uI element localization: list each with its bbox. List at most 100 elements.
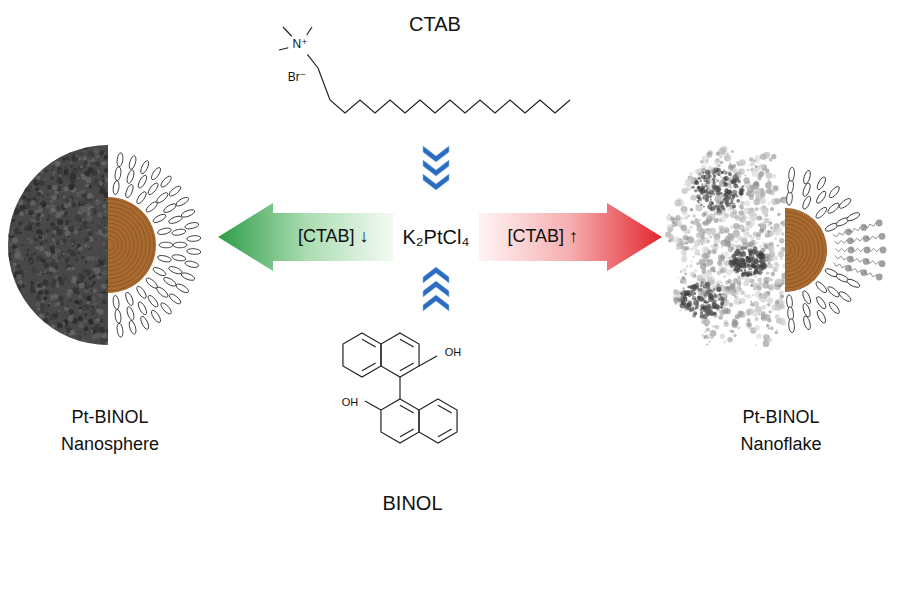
illustration-part bbox=[44, 296, 48, 300]
illustration-part bbox=[66, 203, 150, 287]
illustration-part bbox=[56, 162, 58, 164]
illustration-part bbox=[8, 145, 108, 345]
illustration-part bbox=[694, 189, 698, 193]
illustration-part bbox=[91, 255, 93, 257]
illustration-part bbox=[71, 278, 76, 283]
illustration-part bbox=[692, 290, 694, 292]
illustration-part bbox=[730, 194, 732, 196]
illustration-part bbox=[50, 176, 54, 180]
illustration-part bbox=[100, 338, 106, 344]
illustration-part bbox=[778, 318, 785, 325]
illustration-part bbox=[710, 245, 713, 248]
illustration-part bbox=[106, 238, 108, 240]
illustration-part bbox=[767, 230, 770, 233]
illustration-part bbox=[53, 230, 57, 234]
illustration-part bbox=[83, 262, 85, 264]
illustration-part bbox=[699, 288, 704, 293]
illustration-part bbox=[155, 285, 169, 298]
illustration-part bbox=[708, 297, 713, 302]
illustration-part bbox=[728, 172, 732, 176]
illustration-part bbox=[100, 152, 102, 154]
illustration-part bbox=[168, 215, 183, 225]
illustration-part bbox=[104, 209, 109, 214]
illustration-part bbox=[139, 160, 150, 175]
illustration-part bbox=[84, 237, 90, 243]
illustration-part bbox=[72, 245, 74, 247]
illustration-part bbox=[684, 184, 686, 186]
illustration-part bbox=[714, 159, 720, 165]
illustration-part bbox=[97, 212, 102, 217]
illustration-part bbox=[709, 311, 714, 316]
illustration-part bbox=[700, 180, 702, 182]
illustration-part bbox=[101, 284, 106, 289]
illustration-part bbox=[106, 285, 108, 287]
illustration-part bbox=[70, 207, 146, 283]
illustration-part bbox=[766, 172, 772, 178]
illustration-part bbox=[76, 248, 78, 250]
illustration-part bbox=[755, 317, 759, 321]
illustration-part bbox=[94, 238, 98, 242]
illustration-part bbox=[741, 227, 746, 232]
illustration-part bbox=[729, 162, 731, 164]
illustration-part bbox=[749, 164, 752, 167]
illustration-part bbox=[69, 310, 74, 315]
illustration-part bbox=[732, 240, 734, 242]
illustration-part bbox=[67, 256, 69, 258]
illustration-part bbox=[58, 296, 63, 301]
illustration-part bbox=[686, 265, 688, 267]
illustration-part bbox=[758, 172, 764, 178]
illustration-part bbox=[771, 265, 774, 268]
illustration-part bbox=[52, 314, 57, 319]
illustration-part bbox=[79, 283, 85, 289]
illustration-part bbox=[701, 183, 703, 185]
illustration-part bbox=[694, 180, 699, 185]
illustration-part bbox=[31, 254, 33, 256]
illustration-part bbox=[702, 156, 709, 163]
illustration-part bbox=[720, 161, 724, 165]
illustration-part bbox=[763, 244, 768, 249]
illustration-part bbox=[734, 193, 737, 196]
illustration-part bbox=[688, 238, 691, 241]
illustration-part bbox=[36, 187, 39, 190]
illustration-part bbox=[702, 172, 704, 174]
illustration-part bbox=[81, 256, 84, 259]
illustration-part bbox=[768, 246, 774, 252]
illustration-part bbox=[697, 186, 700, 189]
illustration-part bbox=[159, 242, 173, 248]
illustration-part bbox=[695, 253, 697, 255]
illustration-part bbox=[84, 305, 89, 310]
illustration-part bbox=[78, 215, 138, 275]
illustration-part bbox=[753, 301, 759, 307]
illustration-part bbox=[36, 295, 41, 300]
illustration-part bbox=[68, 298, 72, 302]
illustration-part bbox=[740, 269, 743, 272]
illustration-part bbox=[692, 296, 696, 300]
illustration-part bbox=[739, 205, 744, 210]
illustration-part bbox=[716, 305, 719, 308]
illustration-part bbox=[184, 221, 199, 230]
illustration-part bbox=[730, 166, 732, 168]
illustration-part bbox=[30, 200, 35, 205]
illustration-part bbox=[52, 235, 54, 237]
illustration-part bbox=[102, 239, 114, 251]
illustration-part bbox=[735, 215, 740, 220]
illustration-part bbox=[724, 322, 729, 327]
illustration-part bbox=[749, 253, 752, 256]
illustration-part bbox=[706, 262, 711, 267]
illustration-part bbox=[769, 272, 771, 274]
illustration-part bbox=[38, 282, 43, 287]
illustration-part bbox=[729, 159, 731, 161]
illustration-part bbox=[49, 271, 54, 276]
illustration-part bbox=[754, 181, 759, 186]
illustration-part bbox=[83, 209, 86, 212]
illustration-part bbox=[692, 221, 696, 225]
illustration-part bbox=[710, 330, 717, 337]
illustration-part bbox=[47, 214, 51, 218]
illustration-part bbox=[712, 178, 716, 182]
illustration-part bbox=[35, 198, 38, 201]
illustration-part bbox=[755, 344, 757, 346]
illustration-part bbox=[698, 177, 700, 179]
illustration-part bbox=[754, 269, 758, 273]
illustration-part bbox=[10, 250, 14, 254]
illustration-part bbox=[744, 201, 750, 207]
